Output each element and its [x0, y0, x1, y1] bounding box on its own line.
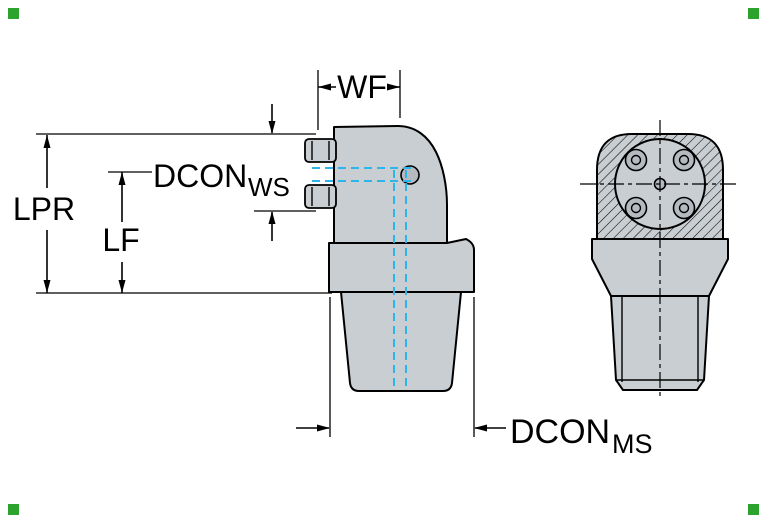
side-view [304, 125, 475, 392]
corner-marker [748, 8, 759, 19]
dimension-dcon-ws: DCON WS [153, 104, 290, 241]
coupling-hole-inner [630, 154, 642, 166]
dim-label-lf: LF [102, 222, 139, 258]
arrow-down-icon [268, 121, 276, 134]
coupling-hole-inner [678, 202, 690, 214]
end-view [580, 120, 740, 400]
coupling-hole [624, 196, 648, 220]
coupling-hole [672, 196, 696, 220]
dim-label-dcon-ms: DCON [510, 413, 610, 451]
arrow-down-icon [43, 280, 51, 293]
dimension-wf: WF [317, 69, 401, 130]
screw-head [304, 138, 337, 163]
dim-label-dcon-ws-sub: WS [248, 172, 290, 202]
coupling-holes [624, 148, 696, 220]
dimension-lpr: LPR [13, 135, 75, 293]
corner-marker [8, 8, 19, 19]
side-view-head [333, 125, 448, 244]
clamp-screw-bottom [304, 184, 337, 209]
arrow-up-icon [43, 135, 51, 148]
side-view-shank [340, 291, 462, 392]
arrow-down-icon [118, 280, 126, 293]
dimension-dcon-ms: DCON MS [296, 297, 653, 459]
arrow-left-icon [318, 83, 331, 91]
corner-marker [8, 504, 19, 515]
hatched-face [597, 134, 723, 239]
dim-label-wf: WF [337, 69, 387, 105]
arrow-up-icon [118, 172, 126, 185]
dim-label-dcon-ms-sub: MS [612, 429, 653, 459]
corner-marker [748, 504, 759, 515]
corner-markers [8, 8, 759, 515]
arrow-right-icon [317, 424, 330, 432]
clamp-screw-top [304, 138, 337, 163]
dimensions: WF DCON WS LPR LF [13, 69, 653, 459]
coupling-hole [624, 148, 648, 172]
dimension-lf: LF [102, 172, 140, 293]
coupling-hole [672, 148, 696, 172]
arrow-left-icon [474, 424, 487, 432]
dim-label-lpr: LPR [13, 191, 75, 227]
screw-head [304, 184, 337, 209]
arrow-up-icon [268, 211, 276, 224]
arrow-right-icon [387, 83, 400, 91]
gauge-centerlines [312, 167, 415, 387]
side-view-flange [328, 238, 475, 293]
dim-label-dcon-ws: DCON [153, 158, 247, 194]
coupling-hole-inner [678, 154, 690, 166]
coupling-hole-inner [630, 202, 642, 214]
